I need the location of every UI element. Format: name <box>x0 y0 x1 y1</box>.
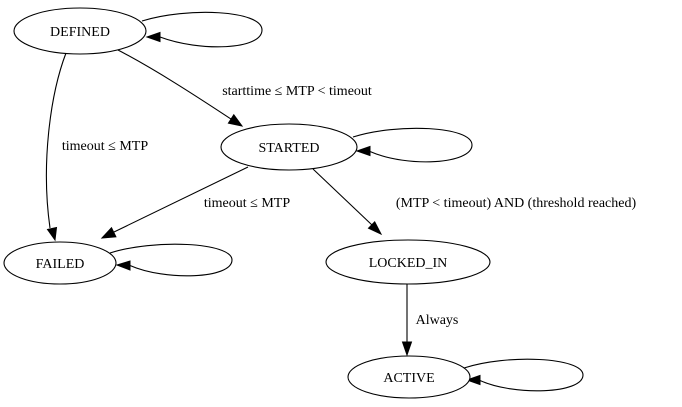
edge-started-failed-path <box>113 166 249 233</box>
arrowhead-icon <box>115 260 131 271</box>
node-lockedin: LOCKED_IN <box>325 239 491 285</box>
arrowhead-icon <box>465 374 481 386</box>
edge-label-lockedin-active: Always <box>416 313 459 328</box>
edge-started-lockedin: (MTP < timeout) AND (threshold reached) <box>312 168 637 236</box>
arrowhead-icon <box>145 31 161 43</box>
node-lockedin-ellipse <box>325 239 491 285</box>
arrowhead-icon <box>46 226 58 242</box>
arrowhead-icon <box>367 220 383 236</box>
edge-started-lockedin-path <box>312 168 373 226</box>
node-started-label: STARTED <box>258 141 319 156</box>
self-loop-defined <box>141 11 263 48</box>
node-defined-ellipse <box>13 7 147 55</box>
arrowhead-icon <box>100 226 117 239</box>
edge-defined-failed: timeout ≤ MTP <box>45 52 148 242</box>
node-defined-label: DEFINED <box>50 25 110 40</box>
node-active-label: ACTIVE <box>383 371 434 386</box>
self-loop-failed <box>109 243 233 277</box>
self-loop-started-path <box>352 127 473 163</box>
node-lockedin-label: LOCKED_IN <box>369 256 448 271</box>
self-loop-defined-path <box>141 11 263 48</box>
edge-label-defined-failed: timeout ≤ MTP <box>62 139 148 154</box>
self-loop-active <box>463 358 584 392</box>
edge-defined-started-path <box>117 49 232 120</box>
node-started-ellipse <box>220 123 358 171</box>
edge-started-failed: timeout ≤ MTP <box>100 166 290 239</box>
node-active: ACTIVE <box>347 355 471 399</box>
edge-lockedin-active: Always <box>401 284 459 357</box>
edge-defined-started: starttime ≤ MTP < timeout <box>117 49 372 127</box>
arrowhead-icon <box>355 145 371 157</box>
node-active-ellipse <box>347 355 471 399</box>
self-loop-active-path <box>463 358 584 392</box>
edge-label-defined-started: starttime ≤ MTP < timeout <box>222 84 372 99</box>
self-loop-failed-path <box>109 243 233 277</box>
edge-defined-failed-path <box>45 52 67 229</box>
node-failed-ellipse <box>3 241 117 285</box>
node-failed: FAILED <box>3 241 117 285</box>
arrowhead-icon <box>401 341 413 357</box>
node-failed-label: FAILED <box>36 257 85 272</box>
edge-label-started-failed: timeout ≤ MTP <box>204 196 290 211</box>
node-defined: DEFINED <box>13 7 147 55</box>
arrowhead-icon <box>227 113 244 127</box>
self-loop-started <box>352 127 473 163</box>
node-started: STARTED <box>220 123 358 171</box>
edge-label-started-lockedin: (MTP < timeout) AND (threshold reached) <box>396 196 637 211</box>
